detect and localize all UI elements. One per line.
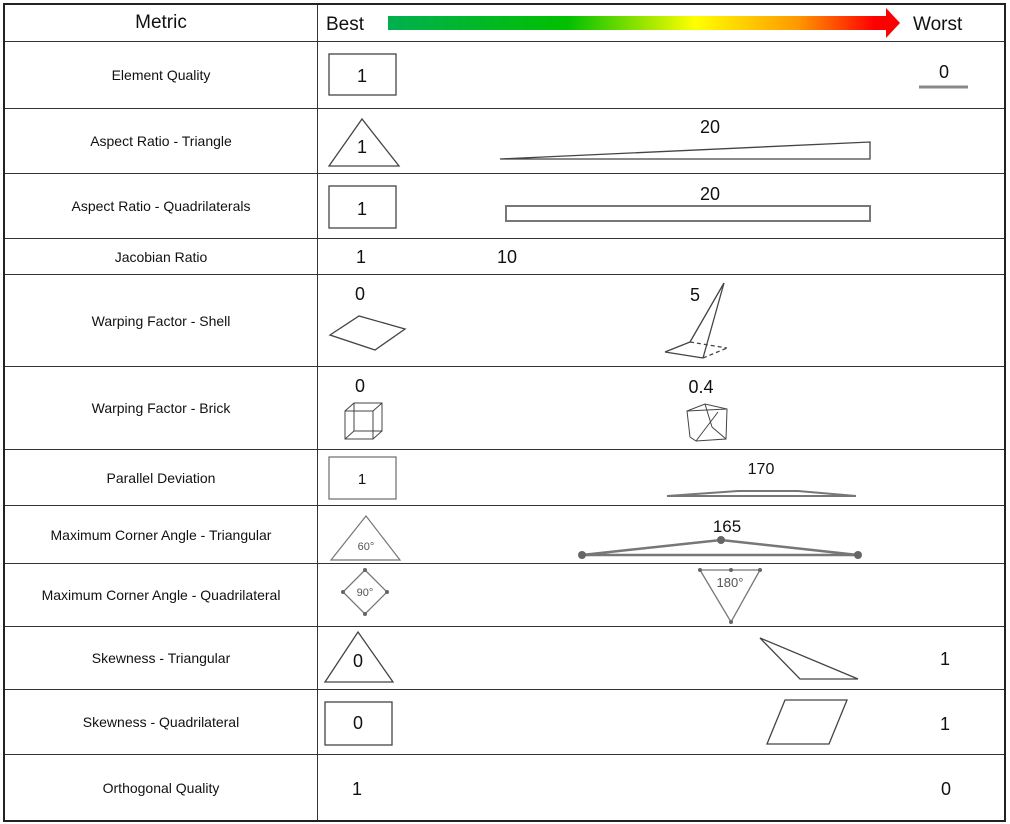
- worst-value: 20: [700, 117, 720, 137]
- worst-label: Worst: [913, 14, 963, 35]
- equilateral-triangle-icon: [329, 515, 402, 561]
- best-value: 0: [353, 651, 363, 671]
- best-value: 0: [355, 284, 365, 304]
- skewed-triangle-icon: [759, 637, 859, 680]
- metric-name: Warping Factor - Brick: [5, 367, 318, 449]
- table-row: Aspect Ratio - Quadrilaterals 1 20: [5, 174, 1004, 239]
- table-row: Skewness - Quadrilateral 0 1: [5, 690, 1004, 755]
- obtuse-triangle-icon: [578, 536, 862, 559]
- best-value: 1: [357, 137, 367, 157]
- metric-name: Maximum Corner Angle - Quadrilateral: [5, 564, 318, 626]
- equilateral-triangle-icon: [327, 117, 401, 167]
- best-value: 0: [355, 376, 365, 396]
- best-value: 0: [353, 713, 363, 733]
- elongated-quad-icon: [505, 205, 871, 222]
- table-row: Jacobian Ratio 1 10: [5, 239, 1004, 275]
- metric-name: Skewness - Quadrilateral: [5, 690, 318, 754]
- best-label: Best: [326, 14, 365, 35]
- worst-value: 5: [690, 285, 700, 305]
- best-value: 1: [352, 779, 362, 799]
- worst-value: 180°: [717, 575, 744, 590]
- table-row: Orthogonal Quality 1 0: [5, 755, 1004, 820]
- metric-name: Aspect Ratio - Quadrilaterals: [5, 174, 318, 238]
- metric-name: Aspect Ratio - Triangle: [5, 109, 318, 173]
- square-element-icon: [328, 53, 397, 96]
- best-to-worst-arrow-icon: [388, 8, 900, 38]
- header-row: Metric Best Worst: [5, 5, 1004, 42]
- best-value: 1: [358, 471, 366, 488]
- worst-value: 0: [941, 779, 951, 799]
- metric-name: Parallel Deviation: [5, 450, 318, 505]
- table-row: Warping Factor - Shell 0 5: [5, 275, 1004, 367]
- metric-name: Jacobian Ratio: [5, 239, 318, 274]
- sliver-triangle-icon: [499, 141, 871, 160]
- table-row: Maximum Corner Angle - Triangular 60° 16…: [5, 506, 1004, 564]
- diamond-quad-icon: [341, 568, 389, 616]
- worst-value: 1: [940, 714, 950, 734]
- square-element-icon: [328, 185, 397, 229]
- equilateral-triangle-icon: [323, 630, 395, 683]
- metric-name: Skewness - Triangular: [5, 627, 318, 689]
- mesh-metrics-table: Metric Best Worst Element Quality 1 0: [3, 3, 1006, 822]
- best-value: 60°: [358, 541, 375, 553]
- cube-brick-icon: [344, 402, 383, 440]
- table-row: Warping Factor - Brick 0 0.4: [5, 367, 1004, 450]
- table-row: Aspect Ratio - Triangle 1 20: [5, 109, 1004, 174]
- deviated-quad-icon: [666, 490, 857, 497]
- metric-name: Orthogonal Quality: [5, 755, 318, 820]
- warped-shell-icon: [664, 282, 728, 359]
- metric-name: Element Quality: [5, 42, 318, 108]
- metric-name: Maximum Corner Angle - Triangular: [5, 506, 318, 563]
- worst-value: 0.4: [688, 377, 713, 397]
- rectangle-element-icon: [328, 456, 397, 500]
- worst-value: 165: [713, 517, 741, 536]
- table-row: Element Quality 1 0: [5, 42, 1004, 109]
- worst-value: 0: [939, 62, 949, 82]
- skewed-quad-icon: [766, 699, 848, 745]
- best-value: 1: [357, 199, 367, 219]
- flat-shell-icon: [328, 315, 407, 351]
- table-row: Maximum Corner Angle - Quadrilateral 90°…: [5, 564, 1004, 627]
- worst-value: 20: [700, 184, 720, 204]
- best-value: 90°: [357, 587, 374, 599]
- square-element-icon: [324, 701, 393, 746]
- warped-brick-icon: [686, 403, 728, 442]
- metric-header: Metric: [5, 5, 318, 41]
- degenerate-quad-icon: [698, 568, 762, 624]
- metric-name: Warping Factor - Shell: [5, 275, 318, 366]
- worst-value: 1: [940, 649, 950, 669]
- table-row: Skewness - Triangular 0 1: [5, 627, 1004, 690]
- worst-value: 10: [497, 247, 517, 267]
- worst-value: 170: [748, 461, 775, 478]
- best-value: 1: [356, 247, 366, 267]
- best-value: 1: [357, 66, 367, 86]
- table-row: Parallel Deviation 1 170: [5, 450, 1004, 506]
